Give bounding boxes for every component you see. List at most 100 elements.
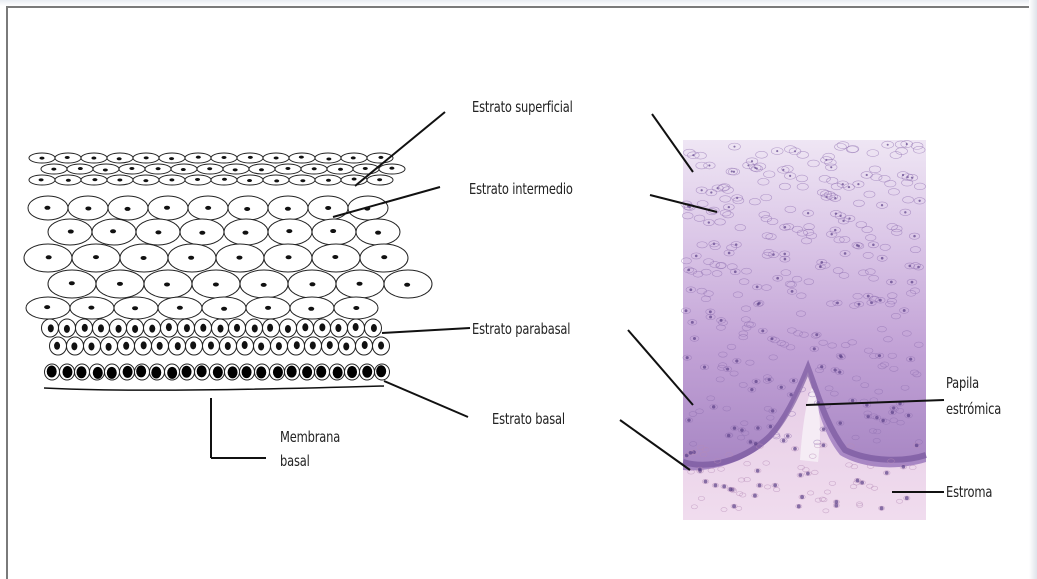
cell-nucleus [285,207,291,211]
histology-nucleus [835,212,837,214]
label-papila: Papila [946,374,979,392]
cell-nucleus [302,366,312,378]
histology-nucleus [800,495,804,499]
label-basal: basal [280,452,310,470]
cell-nucleus [236,256,242,260]
histology-nucleus [791,290,794,293]
cell-nucleus [381,255,387,259]
cell-nucleus [199,231,205,235]
cell-nucleus [141,341,147,349]
histology-nucleus [689,451,693,455]
cell-nucleus [169,157,174,160]
histology-nucleus [703,366,706,369]
histology-nucleus [911,177,913,179]
cell-nucleus [144,156,149,159]
histology-nucleus [881,204,883,206]
cell-nucleus [88,306,94,310]
cell-nucleus [54,342,60,350]
histology-nucleus [698,468,702,472]
histology-nucleus [685,309,688,312]
histology-nucleus [858,303,861,306]
cell-nucleus [149,325,155,333]
cell-nucleus [107,367,117,379]
histology-nucleus [758,302,761,305]
histology-nucleus [789,175,791,177]
histology-nucleus [881,257,884,260]
histology-nucleus [905,496,909,500]
histology-nucleus [701,189,703,191]
cell-nucleus [333,366,343,378]
histology-nucleus [732,504,736,508]
cell-nucleus [117,178,122,181]
cell-nucleus [141,256,147,260]
histology-nucleus [740,428,744,432]
histology-nucleus [813,347,816,350]
cell-nucleus [274,156,279,159]
cell-nucleus [363,167,368,170]
cell-nucleus [117,157,122,160]
basal-membrane [44,386,384,390]
histology-nucleus [709,315,712,318]
histology-nucleus [754,167,756,169]
histology-nucleus [691,321,694,324]
cell-nucleus [248,156,253,159]
histology-nucleus [731,170,733,172]
histology-nucleus [839,354,842,357]
cell-nucleus [39,157,44,160]
histology-nucleus [856,479,860,483]
cell-nucleus [93,255,99,259]
cell-nucleus [233,168,238,171]
cell-nucleus [353,323,359,331]
histology-nucleus [761,329,764,332]
cell-nucleus [285,325,291,333]
cell-nucleus [343,342,349,350]
cell-nucleus [326,179,331,182]
histology-nucleus [857,183,859,185]
cell-nucleus [91,157,96,160]
histology-nucleus [851,399,854,402]
histology-nucleus [838,421,841,424]
histology-nucleus [903,309,906,312]
cell-nucleus [195,178,200,181]
histology-nucleus [734,270,737,273]
histology-nucleus [815,333,818,336]
histology-nucleus [726,367,729,370]
cell-nucleus [93,367,103,379]
histology-nucleus [751,160,753,162]
cell-nucleus [39,178,44,181]
histology-nucleus [709,310,712,313]
cell-nucleus [125,207,131,211]
histology-nucleus [756,426,760,430]
histology-nucleus [909,358,912,361]
cell-nucleus [69,281,75,285]
cell-nucleus [404,283,410,287]
histology-nucleus [911,281,914,284]
histology-nucleus [789,393,792,396]
cell-nucleus [76,366,86,378]
cell-nucleus [276,342,282,350]
cell-nucleus [175,342,181,350]
cell-nucleus [244,207,250,211]
histology-nucleus [754,442,758,446]
cell-nucleus [375,231,381,235]
cell-nucleus [106,343,112,351]
cell-nucleus [164,206,170,210]
cell-nucleus [207,167,212,170]
histology-nucleus [754,380,757,383]
cell-nucleus [294,341,300,349]
histology-nucleus [784,258,787,261]
cell-nucleus [335,324,341,332]
histology-nucleus [747,164,749,166]
histology-nucleus [783,253,786,256]
cell-nucleus [132,306,138,310]
cell-nucleus [273,366,283,378]
cell-nucleus [132,325,138,333]
cell-nucleus [242,341,248,349]
histology-nucleus [842,220,844,222]
histology-nucleus [714,483,718,487]
histology-nucleus [693,337,696,340]
cell-nucleus [312,167,317,170]
cell-nucleus [332,255,338,259]
cell-nucleus [143,179,148,182]
cell-nucleus [196,156,201,159]
